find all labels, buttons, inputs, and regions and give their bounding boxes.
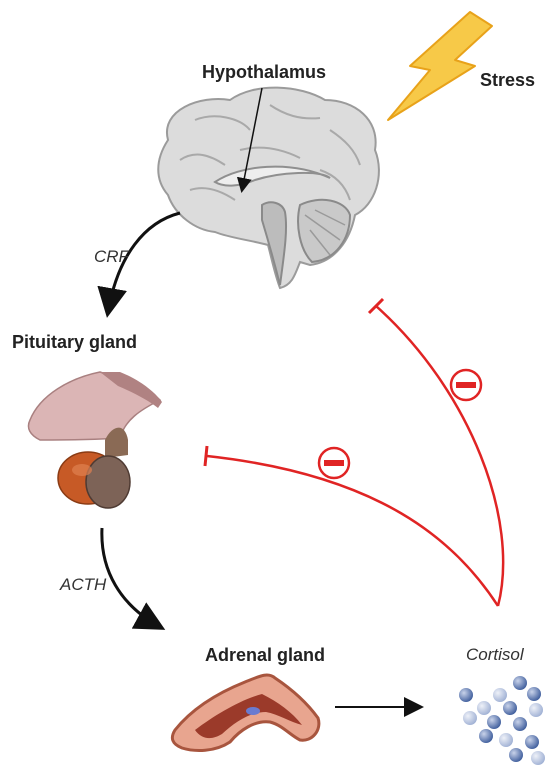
hypothalamus-label: Hypothalamus xyxy=(202,62,326,83)
inhibition-bar-pituitary xyxy=(205,446,207,466)
adrenal-gland-label: Adrenal gland xyxy=(205,645,325,666)
crf-label: CRF xyxy=(94,247,129,267)
cortisol-molecule xyxy=(513,717,527,731)
lightning-bolt-icon xyxy=(388,12,492,120)
stress-label: Stress xyxy=(480,70,535,91)
cortisol-molecule xyxy=(531,751,545,765)
acth-arrow xyxy=(102,528,160,627)
cortisol-molecule xyxy=(459,688,473,702)
cortisol-molecule xyxy=(513,676,527,690)
inhibition-line-hypothalamus xyxy=(376,306,503,606)
cortisol-molecules-icon xyxy=(459,676,545,765)
cortisol-molecule xyxy=(493,688,507,702)
minus-circle-icon xyxy=(451,370,481,400)
cortisol-molecule xyxy=(487,715,501,729)
cortisol-label: Cortisol xyxy=(466,645,524,665)
minus-circle-icon xyxy=(319,448,349,478)
cortisol-molecule xyxy=(479,729,493,743)
pituitary-gland-label: Pituitary gland xyxy=(12,332,137,353)
cortisol-molecule xyxy=(527,687,541,701)
cortisol-molecule xyxy=(463,711,477,725)
cortisol-molecule xyxy=(525,735,539,749)
cortisol-molecule xyxy=(509,748,523,762)
cortisol-molecule xyxy=(477,701,491,715)
cortisol-molecule xyxy=(503,701,517,715)
cortisol-molecule xyxy=(529,703,543,717)
inhibition-line-pituitary xyxy=(207,456,498,606)
acth-label: ACTH xyxy=(60,575,106,595)
brain-icon xyxy=(158,88,379,288)
pituitary-gland-icon xyxy=(28,372,162,508)
cortisol-molecule xyxy=(499,733,513,747)
adrenal-gland-icon xyxy=(172,675,319,750)
